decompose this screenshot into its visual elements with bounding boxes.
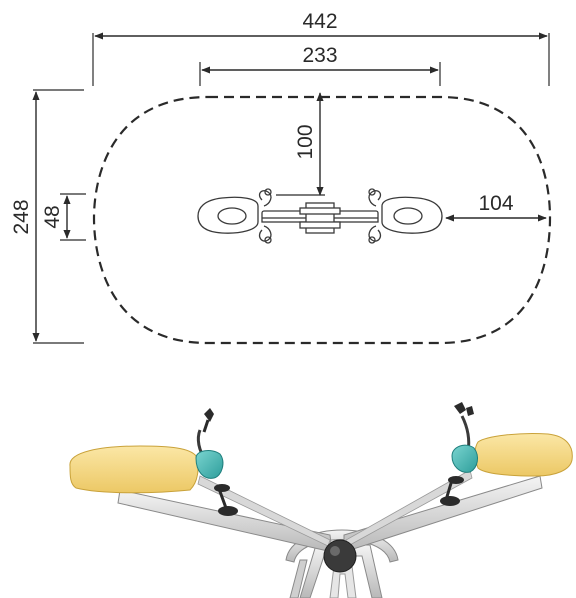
left-beam <box>117 489 333 553</box>
left-footrests <box>214 484 238 516</box>
seesaw-3d-view <box>69 402 573 598</box>
dim-label-seat-width: 48 <box>41 205 64 228</box>
dim-label-zone-to-bar: 100 <box>294 124 317 159</box>
dim-label-overall-width: 248 <box>10 199 33 234</box>
right-seat <box>474 433 573 477</box>
dim-label-overall-length: 442 <box>302 10 337 33</box>
left-handle <box>195 408 224 479</box>
dim-label-seat-span: 233 <box>302 44 337 67</box>
seesaw-top-view <box>197 188 443 244</box>
left-seat <box>69 445 199 494</box>
plan-view: 442 233 100 104 248 48 <box>10 10 552 345</box>
right-footrests <box>440 476 464 506</box>
right-handle-top-view <box>368 188 382 244</box>
safety-zone-outline <box>92 95 552 345</box>
left-handle-top-view <box>258 188 272 244</box>
dim-label-seat-to-zone: 104 <box>478 192 513 215</box>
pivot-hub <box>323 539 357 573</box>
right-handle <box>451 402 478 473</box>
